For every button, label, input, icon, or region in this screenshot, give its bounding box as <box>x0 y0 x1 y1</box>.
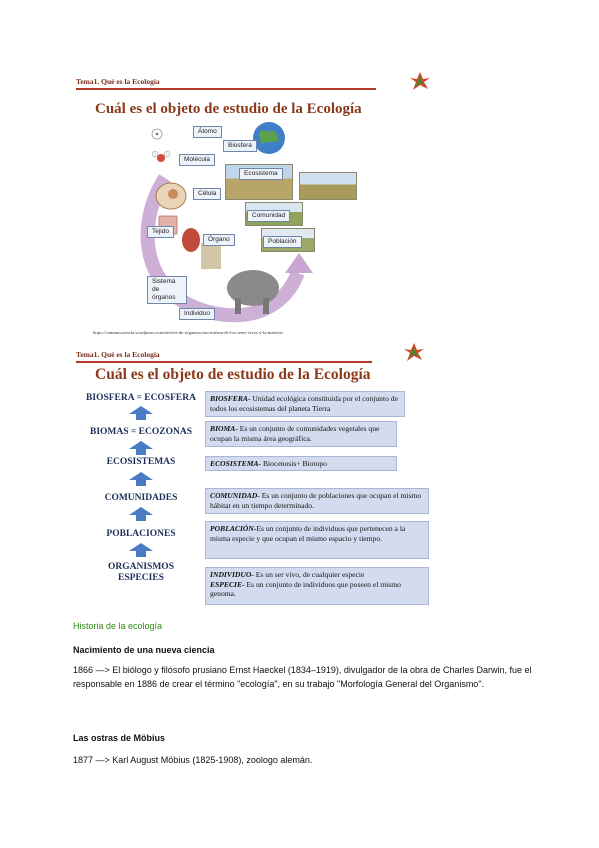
term-individual: INDIVIDUO- <box>210 570 254 579</box>
definition-text: Biocenosis+ Biotopo <box>261 459 327 468</box>
section-heading: Historia de la ecología <box>73 621 163 631</box>
definition-text: Es un conjunto de individuos que pertene… <box>210 524 406 543</box>
definition-text: Unidad ecológica constituida por el conj… <box>210 394 398 413</box>
definition-biome: BIOMA- Es un conjunto de comunidades veg… <box>205 421 397 447</box>
ecosystem-image-2 <box>299 172 357 200</box>
paragraph-mobius: 1877 —> Karl August Möbius (1825-1908), … <box>73 755 313 765</box>
term-biosphere: BIOSFERA- <box>210 394 251 403</box>
level-label-ecosystem: Ecosistema <box>239 168 283 180</box>
paragraph-haeckel: 1866 —> El biólogo y filósofo prusiano E… <box>73 665 532 690</box>
definition-text: Es un conjunto de poblaciones que ocupan… <box>210 491 422 510</box>
definition-ecosystem: ECOSISTEMA- Biocenosis+ Biotopo <box>205 456 397 471</box>
leaf-logo-icon <box>404 343 424 361</box>
level-name-biosphere: BIOSFERA = ECOSFERA <box>86 393 196 403</box>
slide-title: Cuál es el objeto de estudio de la Ecolo… <box>95 366 371 383</box>
slide-levels-definitions: Tema1. Qué es la Ecología Cuál es el obj… <box>73 341 435 609</box>
level-label-atom: Átomo <box>193 126 222 138</box>
subheading-mobius: Las ostras de Möbius <box>73 733 166 743</box>
level-label-cell: Célula <box>193 188 222 200</box>
level-label-community: Comunidad <box>247 210 291 222</box>
definition-text: Es un conjunto de individuos que poseen … <box>210 579 401 599</box>
term-species: ESPECIE- <box>210 579 245 589</box>
definition-biosphere: BIOSFERA- Unidad ecológica constituida p… <box>205 391 405 417</box>
definition-text: Es un conjunto de comunidades vegetales … <box>210 424 380 443</box>
definition-population: POBLACIÓN-Es un conjunto de individuos q… <box>205 521 429 559</box>
up-arrow-icon <box>129 543 153 557</box>
up-arrow-icon <box>129 406 153 420</box>
level-name-communities: COMUNIDADES <box>104 493 178 503</box>
leaf-logo-icon <box>410 72 430 90</box>
source-url: https://caminosciencia.wordpress.com/niv… <box>93 330 283 335</box>
definition-individual-species: INDIVIDUO- Es un ser vivo, de cualquier … <box>205 567 429 605</box>
level-label-molecule: Molécula <box>179 154 216 166</box>
term-ecosystem: ECOSISTEMA- <box>210 459 262 468</box>
term-community: COMUNIDAD- <box>210 491 260 500</box>
slide-title: Cuál es el objeto de estudio de la Ecolo… <box>95 101 362 117</box>
level-label-individual: Individuo <box>179 308 216 320</box>
slide-rule <box>76 361 372 363</box>
level-name-organisms: ORGANISMOS <box>108 562 174 572</box>
level-name-biomes: BIOMAS = ECOZONAS <box>89 427 192 437</box>
up-arrow-icon <box>129 441 153 455</box>
definition-community: COMUNIDAD- Es un conjunto de poblaciones… <box>205 488 429 514</box>
slide-rule <box>76 88 376 90</box>
level-label-organ-system: Sistema de órganos <box>147 276 187 304</box>
subheading-new-science: Nacimiento de una nueva ciencia <box>73 645 215 655</box>
level-label-organ: Órgano <box>203 234 235 246</box>
level-name-ecosystems: ECOSISTEMAS <box>106 457 176 467</box>
slide-levels-diagram: Tema1. Qué es la Ecología Cuál es el obj… <box>73 68 435 340</box>
level-name-species: ESPECIES <box>118 573 164 583</box>
up-arrow-icon <box>129 507 153 521</box>
up-arrow-icon <box>129 472 153 486</box>
level-label-tissue: Tejido <box>147 226 174 238</box>
definition-text: Es un ser vivo, de cualquier especie <box>253 570 365 579</box>
level-name-populations: POBLACIONES <box>106 529 176 539</box>
term-population: POBLACIÓN- <box>210 524 257 533</box>
level-label-population: Población <box>263 236 302 248</box>
slide-topic: Tema1. Qué es la Ecología <box>76 350 160 359</box>
slide-topic: Tema1. Qué es la Ecología <box>76 77 160 86</box>
term-biome: BIOMA- <box>210 424 238 433</box>
level-label-biosphere: Biosfera <box>223 140 257 152</box>
